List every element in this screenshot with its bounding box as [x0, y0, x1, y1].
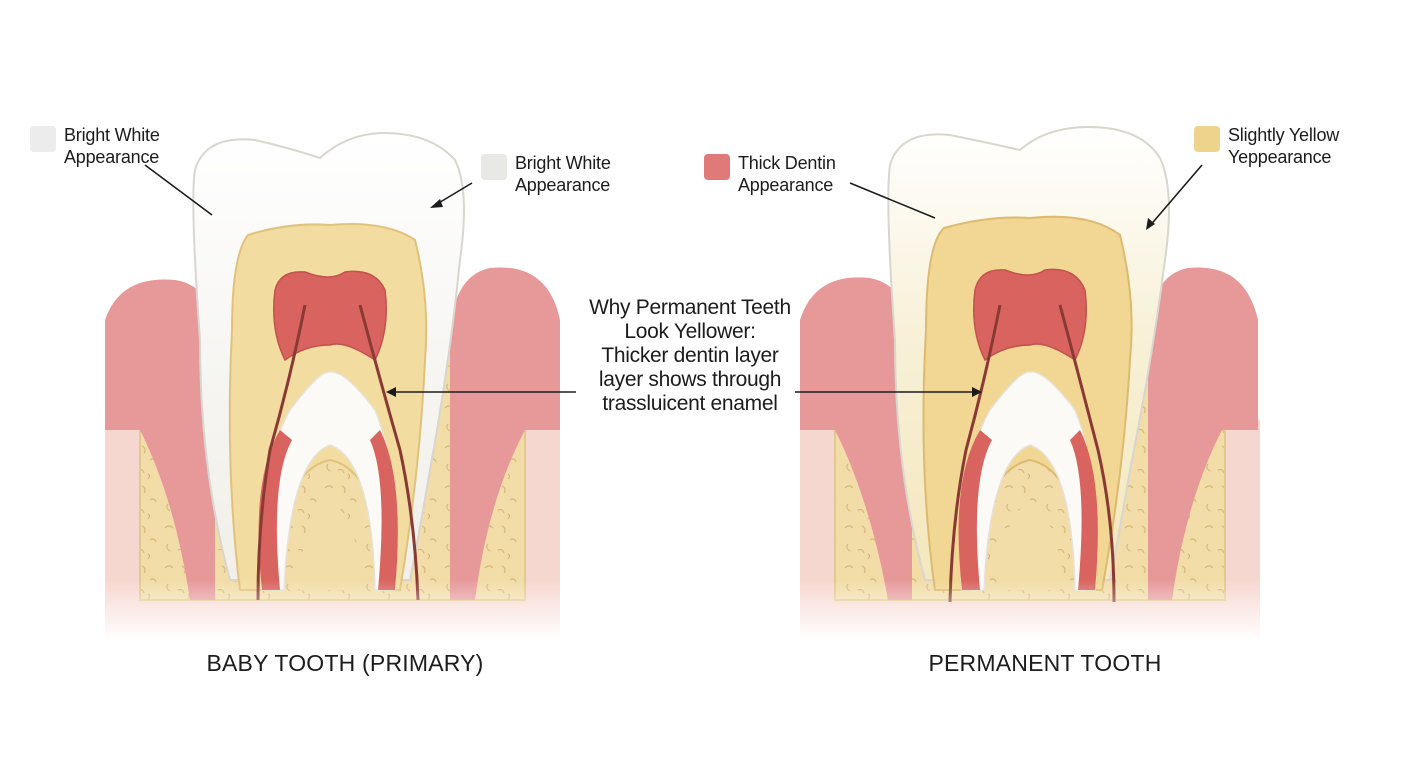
legend-label: Thick Dentin Appearance — [738, 152, 836, 196]
legend-label: Slightly Yellow Yeppearance — [1228, 124, 1339, 168]
legend-line: Bright White — [64, 125, 160, 145]
center-line: Why Permanent Teeth — [589, 296, 791, 319]
legend-line: Thick Dentin — [738, 153, 836, 173]
legend-swatch — [1194, 126, 1220, 152]
perm-canal-left — [948, 304, 1002, 603]
arrowhead-baby-right — [430, 199, 443, 208]
leader-lines — [144, 164, 1203, 397]
perm-pulp-chamber — [973, 268, 1087, 362]
baby-canal-right — [358, 304, 420, 601]
legend-baby-right: Bright White Appearance — [481, 152, 611, 196]
arrowhead-center-baby — [386, 387, 396, 397]
leader-perm-right — [1147, 164, 1203, 229]
arrowhead-center-perm — [972, 387, 982, 397]
caption-permanent-tooth: PERMANENT TOOTH — [928, 650, 1162, 676]
perm-gum-left — [800, 277, 912, 600]
leader-baby-left — [144, 164, 213, 216]
permanent-tooth-figure — [800, 125, 1260, 640]
center-line: trassluicent enamel — [602, 392, 778, 415]
legend-label: Bright White Appearance — [64, 124, 160, 168]
baby-pulp-chamber — [273, 270, 387, 362]
legend-perm-right: Slightly Yellow Yeppearance — [1194, 124, 1339, 168]
legend-swatch — [704, 154, 730, 180]
leader-perm-left — [849, 182, 936, 219]
center-line: Thicker dentin layer — [601, 344, 779, 367]
legend-line: Bright White — [515, 153, 611, 173]
baby-inner-gum — [300, 500, 360, 590]
arrowhead-perm-right — [1146, 218, 1155, 230]
legend-line: Appearance — [738, 175, 834, 195]
baby-gum-left — [105, 279, 215, 600]
perm-gum-right — [1148, 267, 1258, 600]
perm-inner-gum — [1000, 500, 1060, 590]
center-explanation: Why Permanent Teeth Look Yellower: Thick… — [560, 296, 820, 416]
caption-baby-tooth: BABY TOOTH (PRIMARY) — [206, 650, 484, 676]
baby-canal-left — [256, 304, 307, 601]
legend-line: Yeppearance — [1228, 147, 1332, 167]
legend-perm-left: Thick Dentin Appearance — [704, 152, 836, 196]
legend-line: Appearance — [515, 175, 611, 195]
center-line: layer shows through — [598, 368, 782, 391]
legend-label: Bright White Appearance — [515, 152, 611, 196]
legend-swatch — [481, 154, 507, 180]
baby-tooth-figure — [105, 131, 560, 640]
perm-root-pulp — [958, 430, 1098, 590]
legend-baby-left: Bright White Appearance — [30, 124, 160, 168]
legend-line: Slightly Yellow — [1228, 125, 1340, 145]
baby-gum-right — [450, 267, 560, 600]
perm-canal-right — [1058, 304, 1116, 603]
legend-swatch — [30, 126, 56, 152]
center-line: Look Yellower: — [624, 320, 756, 343]
legend-line: Appearance — [64, 147, 160, 167]
